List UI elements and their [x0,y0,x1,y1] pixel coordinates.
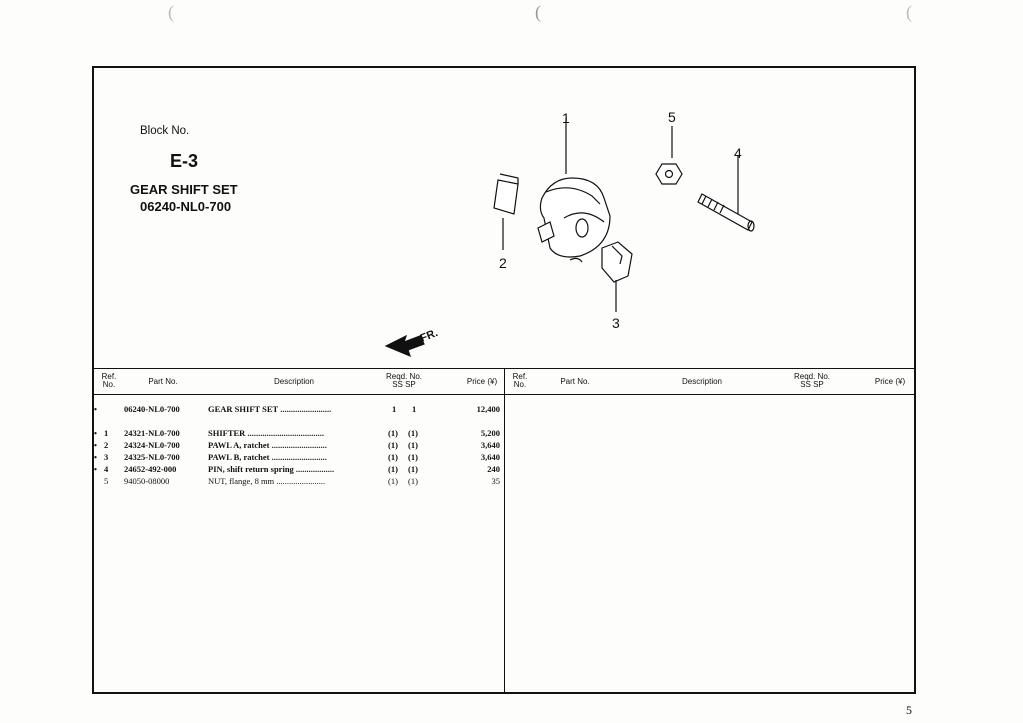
header-rule-right [505,394,914,395]
binding-mark: ( [906,2,912,22]
parts-page-frame: Block No. E-3 GEAR SHIFT SET 06240-NL0-7… [92,66,916,694]
reqd-header: Reqd. No.SS SP [385,372,423,389]
callout-4: 4 [734,145,742,161]
front-label: FR. [419,327,440,345]
set-name: GEAR SHIFT SET [130,182,238,197]
set-part-number: 06240-NL0-700 [140,199,232,214]
page-number: 5 [906,703,912,717]
callout-2: 2 [499,255,507,271]
callout-5: 5 [668,109,676,125]
callout-1: 1 [562,110,570,126]
parts-illustration: 1 2 3 4 5 FR. [384,109,755,358]
front-arrow [384,334,425,358]
ref-header: Ref.No. [101,372,117,389]
part-no-header: Part No. [560,377,590,386]
price-header: Price (¥) [874,377,906,386]
shifter-drawing [537,177,611,263]
binding-mark: ( [168,2,174,22]
ref-header: Ref.No. [512,372,528,389]
header-rule-left [94,394,504,395]
block-number: E-3 [170,151,199,171]
callout-3: 3 [612,315,620,331]
description-header: Description [681,377,722,386]
pawl-a-drawing [493,179,519,215]
column-divider [504,368,505,694]
binding-mark: ( [535,2,541,22]
pin-drawing [697,193,755,232]
reqd-header: Reqd. No.SS SP [793,372,831,389]
description-header: Description [273,377,314,386]
part-no-header: Part No. [148,377,178,386]
price-header: Price (¥) [466,377,498,386]
pawl-b-drawing [601,241,633,283]
exploded-diagram: Block No. E-3 GEAR SHIFT SET 06240-NL0-7… [94,68,914,368]
block-label: Block No. [140,125,190,137]
nut-drawing [655,163,683,185]
